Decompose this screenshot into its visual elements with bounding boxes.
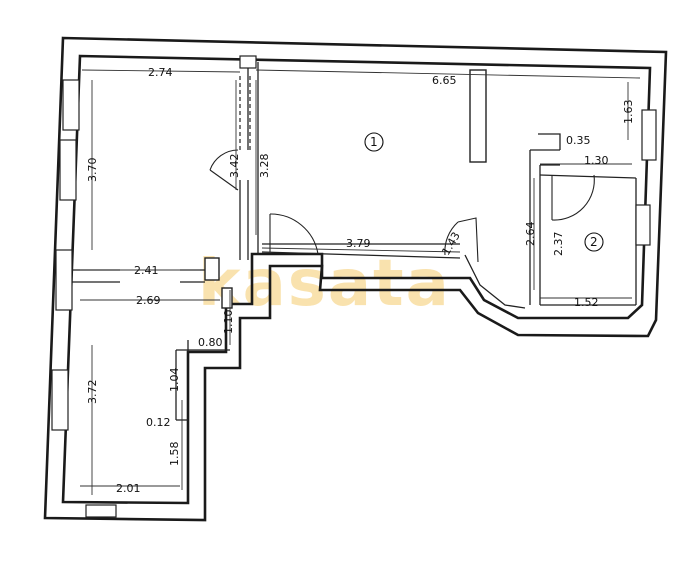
doors: [209, 149, 595, 263]
watermark: kasata: [198, 247, 451, 321]
room-1-number: 1: [370, 135, 378, 149]
dim-3.79: 3.79: [346, 237, 371, 250]
dim-3.72: 3.72: [86, 380, 99, 405]
dim-1.58: 1.58: [168, 442, 181, 467]
column: [469, 69, 487, 163]
dim-3.28: 3.28: [258, 154, 271, 179]
room-2-number: 2: [590, 235, 598, 249]
dim-2.41: 2.41: [134, 264, 159, 277]
dim-0.35: 0.35: [566, 134, 591, 147]
dim-1.04: 1.04: [168, 368, 181, 393]
dim-2.69: 2.69: [136, 294, 161, 307]
dim-2.01: 2.01: [116, 482, 141, 495]
dim-2.37: 2.37: [552, 232, 565, 257]
dim-1.63: 1.63: [622, 100, 635, 125]
dim-6.65: 6.65: [432, 74, 457, 87]
shaft: [204, 257, 220, 281]
dim-1.10: 1.10: [222, 310, 235, 335]
room-2-marker: 2: [584, 232, 604, 252]
shaft-2: [221, 287, 233, 309]
dim-1.52: 1.52: [574, 296, 599, 309]
windows: [51, 55, 657, 518]
dim-0.80: 0.80: [198, 336, 223, 349]
dim-2.74: 2.74: [148, 66, 173, 79]
dim-0.12: 0.12: [146, 416, 171, 429]
dim-1.30: 1.30: [584, 154, 609, 167]
outer-walls: [43, 36, 668, 522]
dim-3.70: 3.70: [86, 158, 99, 183]
interior-partitions: [66, 62, 637, 421]
room-1-marker: 1: [364, 132, 384, 152]
dim-2.64: 2.64: [524, 222, 537, 247]
dimension-lines: [80, 69, 641, 495]
dim-3.42: 3.42: [228, 154, 241, 179]
